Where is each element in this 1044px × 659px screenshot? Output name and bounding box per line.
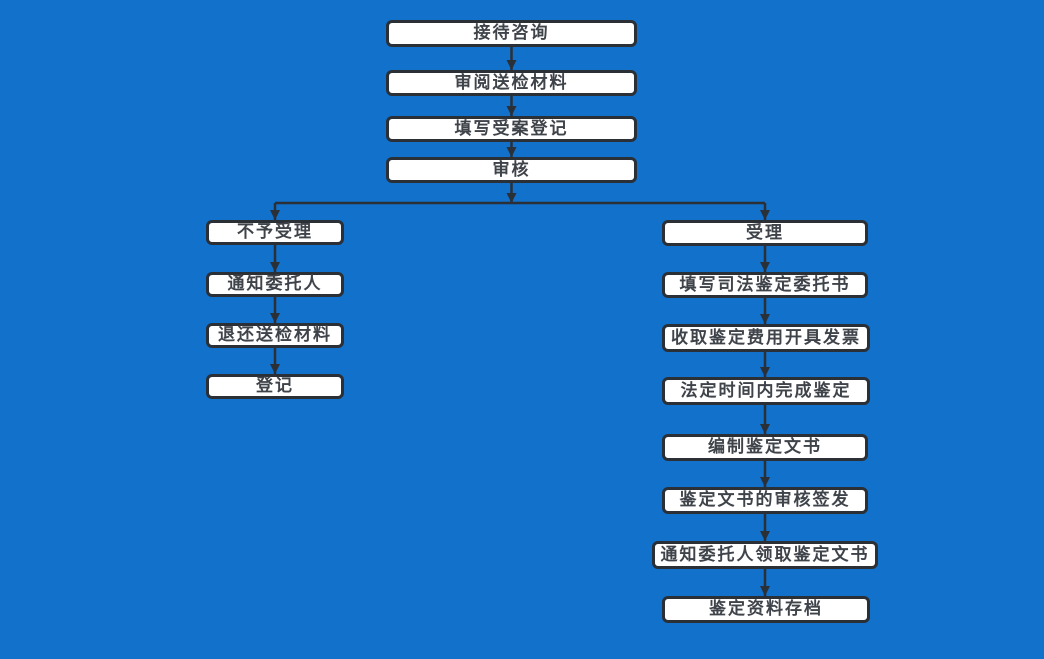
flow-node-accepted: 受理 xyxy=(662,220,868,246)
flow-node-notify-client: 通知委托人 xyxy=(206,272,344,297)
flow-arrows xyxy=(270,47,770,596)
flow-node-reception-consult: 接待咨询 xyxy=(386,20,637,47)
flow-node-fill-entrustment-letter: 填写司法鉴定委托书 xyxy=(662,272,868,298)
flow-node-notify-client-collect-document: 通知委托人领取鉴定文书 xyxy=(652,541,878,569)
flow-node-document-review-signoff: 鉴定文书的审核签发 xyxy=(662,487,868,514)
flow-node-fill-case-registration: 填写受案登记 xyxy=(386,116,637,142)
flow-node-register: 登记 xyxy=(206,374,344,399)
flow-node-return-materials: 退还送检材料 xyxy=(206,323,344,348)
flow-node-compile-appraisal-document: 编制鉴定文书 xyxy=(662,434,868,461)
flow-node-not-accepted: 不予受理 xyxy=(206,220,344,245)
flow-node-review-submitted-materials: 审阅送检材料 xyxy=(386,70,637,96)
flow-node-audit: 审核 xyxy=(386,157,637,183)
flow-node-collect-fee-issue-invoice: 收取鉴定费用开具发票 xyxy=(662,324,870,352)
flow-node-archive-appraisal-materials: 鉴定资料存档 xyxy=(662,596,870,623)
flow-node-complete-within-legal-time: 法定时间内完成鉴定 xyxy=(662,377,870,405)
